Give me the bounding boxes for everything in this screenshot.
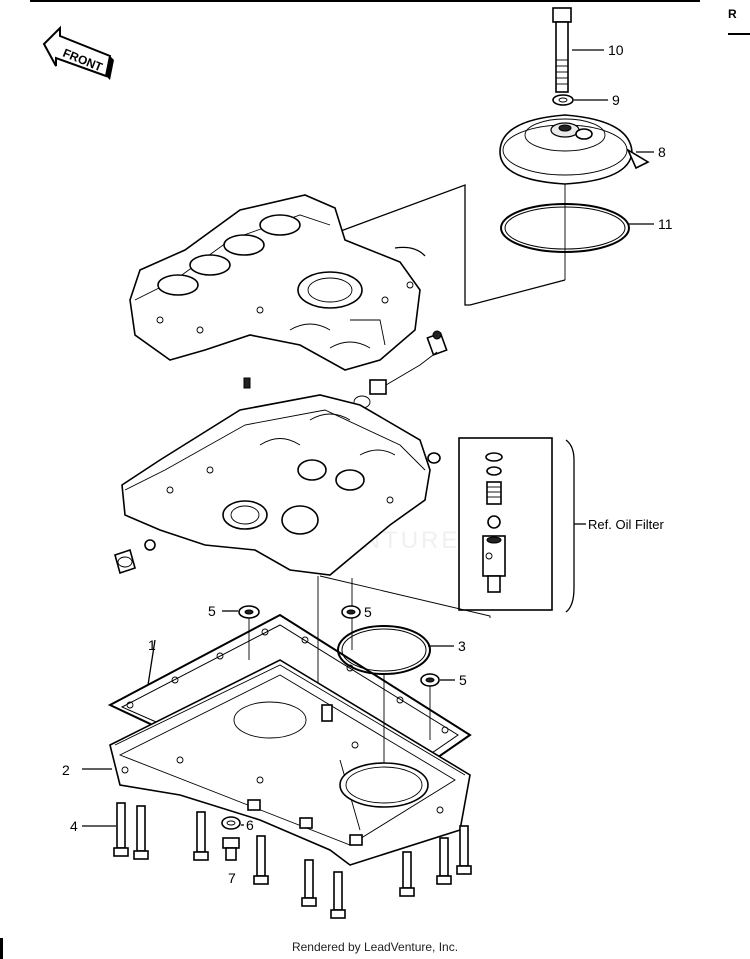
drain-plug bbox=[222, 837, 240, 861]
seal-c bbox=[420, 673, 440, 687]
crankcase-plug bbox=[114, 548, 136, 575]
callout-3: 3 bbox=[458, 638, 466, 654]
oil-strainer bbox=[339, 762, 429, 808]
callout-10: 10 bbox=[608, 42, 624, 58]
upper-crankcase bbox=[129, 194, 426, 371]
callout-2: 2 bbox=[62, 762, 70, 778]
edge-mark bbox=[0, 938, 3, 959]
oil-pan bbox=[109, 659, 471, 866]
oil-filter-bolt bbox=[552, 7, 572, 93]
oil-filter-cover bbox=[499, 114, 650, 185]
seal-b bbox=[341, 605, 361, 619]
front-arrow-icon: FRONT bbox=[42, 25, 114, 80]
callout-7: 7 bbox=[228, 870, 236, 886]
oil-passage-fitting bbox=[353, 351, 438, 409]
lower-crankcase bbox=[121, 394, 431, 576]
callout-5-c: 5 bbox=[459, 672, 467, 688]
side-plug bbox=[427, 452, 441, 464]
callout-5-b: 5 bbox=[364, 604, 372, 620]
seal-a bbox=[238, 605, 260, 619]
callout-6: 6 bbox=[246, 817, 254, 833]
ref-oil-filter-label: Ref. Oil Filter bbox=[588, 517, 665, 532]
bolt-washer bbox=[552, 94, 574, 106]
callout-5-a: 5 bbox=[208, 603, 216, 619]
corner-mark: R bbox=[728, 7, 737, 21]
callout-9: 9 bbox=[612, 92, 620, 108]
callout-4: 4 bbox=[70, 818, 78, 834]
footer-credit: Rendered by LeadVenture, Inc. bbox=[291, 940, 459, 954]
oil-pressure-switch bbox=[426, 330, 448, 356]
pan-bolts bbox=[113, 802, 472, 919]
dowel-pin bbox=[243, 377, 251, 389]
callout-1: 1 bbox=[148, 637, 156, 653]
oil-filter-ref-box bbox=[458, 437, 553, 611]
callout-8: 8 bbox=[658, 144, 666, 160]
drain-plug-washer bbox=[221, 816, 241, 830]
callout-11: 11 bbox=[658, 216, 673, 232]
